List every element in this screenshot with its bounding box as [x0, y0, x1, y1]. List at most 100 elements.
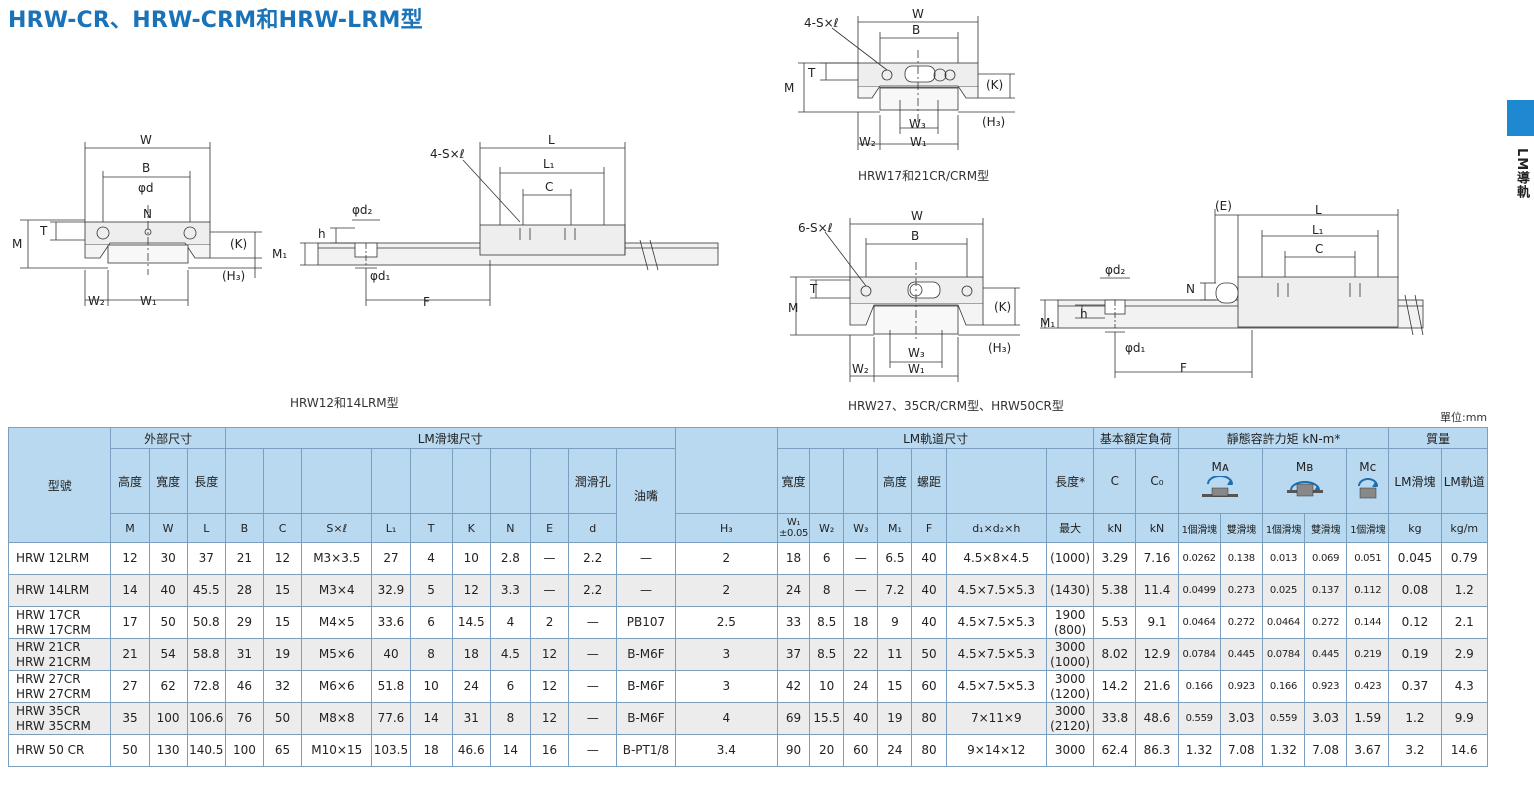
cell-t: 10: [409, 670, 453, 703]
cell-c: 5.53: [1093, 606, 1137, 639]
cell-f: 80: [911, 702, 947, 735]
cell-len: (1430): [1045, 574, 1095, 607]
cell-c: 65: [262, 734, 303, 767]
cell-len: 3000(2120): [1045, 702, 1095, 735]
th-unit-B: B: [224, 513, 264, 543]
th-unit-kg: kg: [1388, 513, 1442, 543]
cell-s: M3×3.5: [301, 542, 373, 575]
cell-s: M6×6: [301, 670, 373, 703]
cell-l: 45.5: [186, 574, 226, 607]
lbl-M1-27: M₁: [1040, 316, 1055, 330]
length-value: (1430): [1050, 583, 1091, 597]
lbl-phi-d1-27: φd₁: [1125, 341, 1146, 355]
cell-m: 35: [110, 702, 150, 735]
cell-ma1: 0.0784: [1177, 638, 1221, 671]
cell-c: 62.4: [1093, 734, 1137, 767]
cell-mr: 4.3: [1440, 670, 1489, 703]
cell-h3: 2: [674, 542, 779, 575]
th-MA: Mᴀ: [1177, 448, 1263, 514]
cell-mb1: 0.013: [1261, 542, 1306, 575]
lbl-W1: W₁: [140, 294, 157, 308]
cell-mc1: 1.59: [1346, 702, 1390, 735]
cell-k: 24: [451, 670, 491, 703]
th-unit-T: T: [409, 513, 453, 543]
lbl-M-27: M: [788, 301, 798, 315]
cell-w1: 33: [776, 606, 811, 639]
cell-w: 62: [148, 670, 188, 703]
cell-w3: 18: [843, 606, 879, 639]
th-b-blank: [224, 448, 264, 514]
cell-c: 3.29: [1093, 542, 1137, 575]
cell-n: 14: [489, 734, 531, 767]
cell-c0: 48.6: [1135, 702, 1179, 735]
caption-lrm: HRW12和14LRM型: [290, 396, 399, 410]
cell-c: 50: [262, 702, 303, 735]
th-unit-two1: 雙滑塊: [1219, 513, 1263, 543]
side-section-tab[interactable]: [1507, 100, 1534, 136]
cell-k: 10: [451, 542, 491, 575]
cell-m1: 11: [877, 638, 913, 671]
cell-mc1: 0.219: [1346, 638, 1390, 671]
cell-mr: 9.9: [1440, 702, 1489, 735]
cell-mb1: 0.0784: [1261, 638, 1306, 671]
cell-mb2: 0.137: [1304, 574, 1348, 607]
model-cell: HRW 14LRM: [7, 574, 112, 607]
cell-m1: 24: [877, 734, 913, 767]
th-unit-W2: W₂: [809, 513, 845, 543]
cell-len: 3000: [1045, 734, 1095, 767]
cell-w: 54: [148, 638, 188, 671]
cell-c: 5.38: [1093, 574, 1137, 607]
cell-w1: 69: [776, 702, 811, 735]
cell-t: 6: [409, 606, 453, 639]
cell-k: 31: [451, 702, 491, 735]
cell-w: 100: [148, 702, 188, 735]
cell-t: 18: [409, 734, 453, 767]
cell-w: 50: [148, 606, 188, 639]
lbl-W-17: W: [912, 7, 924, 21]
th-h3-top: [674, 427, 779, 514]
lbl-W3-27: W₃: [908, 346, 925, 360]
cell-nipple: B-M6F: [616, 670, 676, 703]
th-rail: LM軌道尺寸: [776, 427, 1095, 449]
cell-ma1: 0.166: [1177, 670, 1221, 703]
cell-nipple: B-PT1/8: [616, 734, 676, 767]
cell-m: 12: [110, 542, 150, 575]
length-value: 1900: [1054, 607, 1086, 622]
model-name: HRW 35CR: [16, 703, 81, 718]
cell-d: 2.2: [568, 542, 618, 575]
th-unit-W: W: [148, 513, 188, 543]
th-unit-M1: M₁: [877, 513, 913, 543]
cell-m: 17: [110, 606, 150, 639]
cell-b: 29: [224, 606, 264, 639]
lbl-K-27: (K): [994, 300, 1011, 314]
cell-n: 3.3: [489, 574, 531, 607]
th-unit-M: M: [110, 513, 150, 543]
cell-w3: 24: [843, 670, 879, 703]
cell-w2: 20: [809, 734, 845, 767]
spec-table: 型號 外部尺寸 LM滑塊尺寸 LM軌道尺寸 基本額定負荷 靜態容許力矩 kN-m…: [7, 427, 1489, 767]
cell-m1: 9: [877, 606, 913, 639]
lbl-phi-d2-27: φd₂: [1105, 263, 1126, 277]
cell-m: 27: [110, 670, 150, 703]
cell-len: 3000(1000): [1045, 638, 1095, 671]
cell-mc1: 0.144: [1346, 606, 1390, 639]
th-pitch: 螺距: [911, 448, 947, 514]
model-name: HRW 17CR: [16, 607, 81, 622]
cell-e: 2: [529, 606, 570, 639]
lbl-M: M: [12, 237, 22, 251]
cell-m1: 15: [877, 670, 913, 703]
lbl-F-27: F: [1180, 361, 1187, 375]
cell-l: 37: [186, 542, 226, 575]
cell-h3: 2.5: [674, 606, 779, 639]
cell-k: 12: [451, 574, 491, 607]
cell-mc1: 3.67: [1346, 734, 1390, 767]
th-unit-L: L: [186, 513, 226, 543]
cell-l: 106.6: [186, 702, 226, 735]
cell-d: —: [568, 638, 618, 671]
cell-m: 50: [110, 734, 150, 767]
lbl-phi-d1: φd₁: [370, 269, 391, 283]
cell-b: 28: [224, 574, 264, 607]
